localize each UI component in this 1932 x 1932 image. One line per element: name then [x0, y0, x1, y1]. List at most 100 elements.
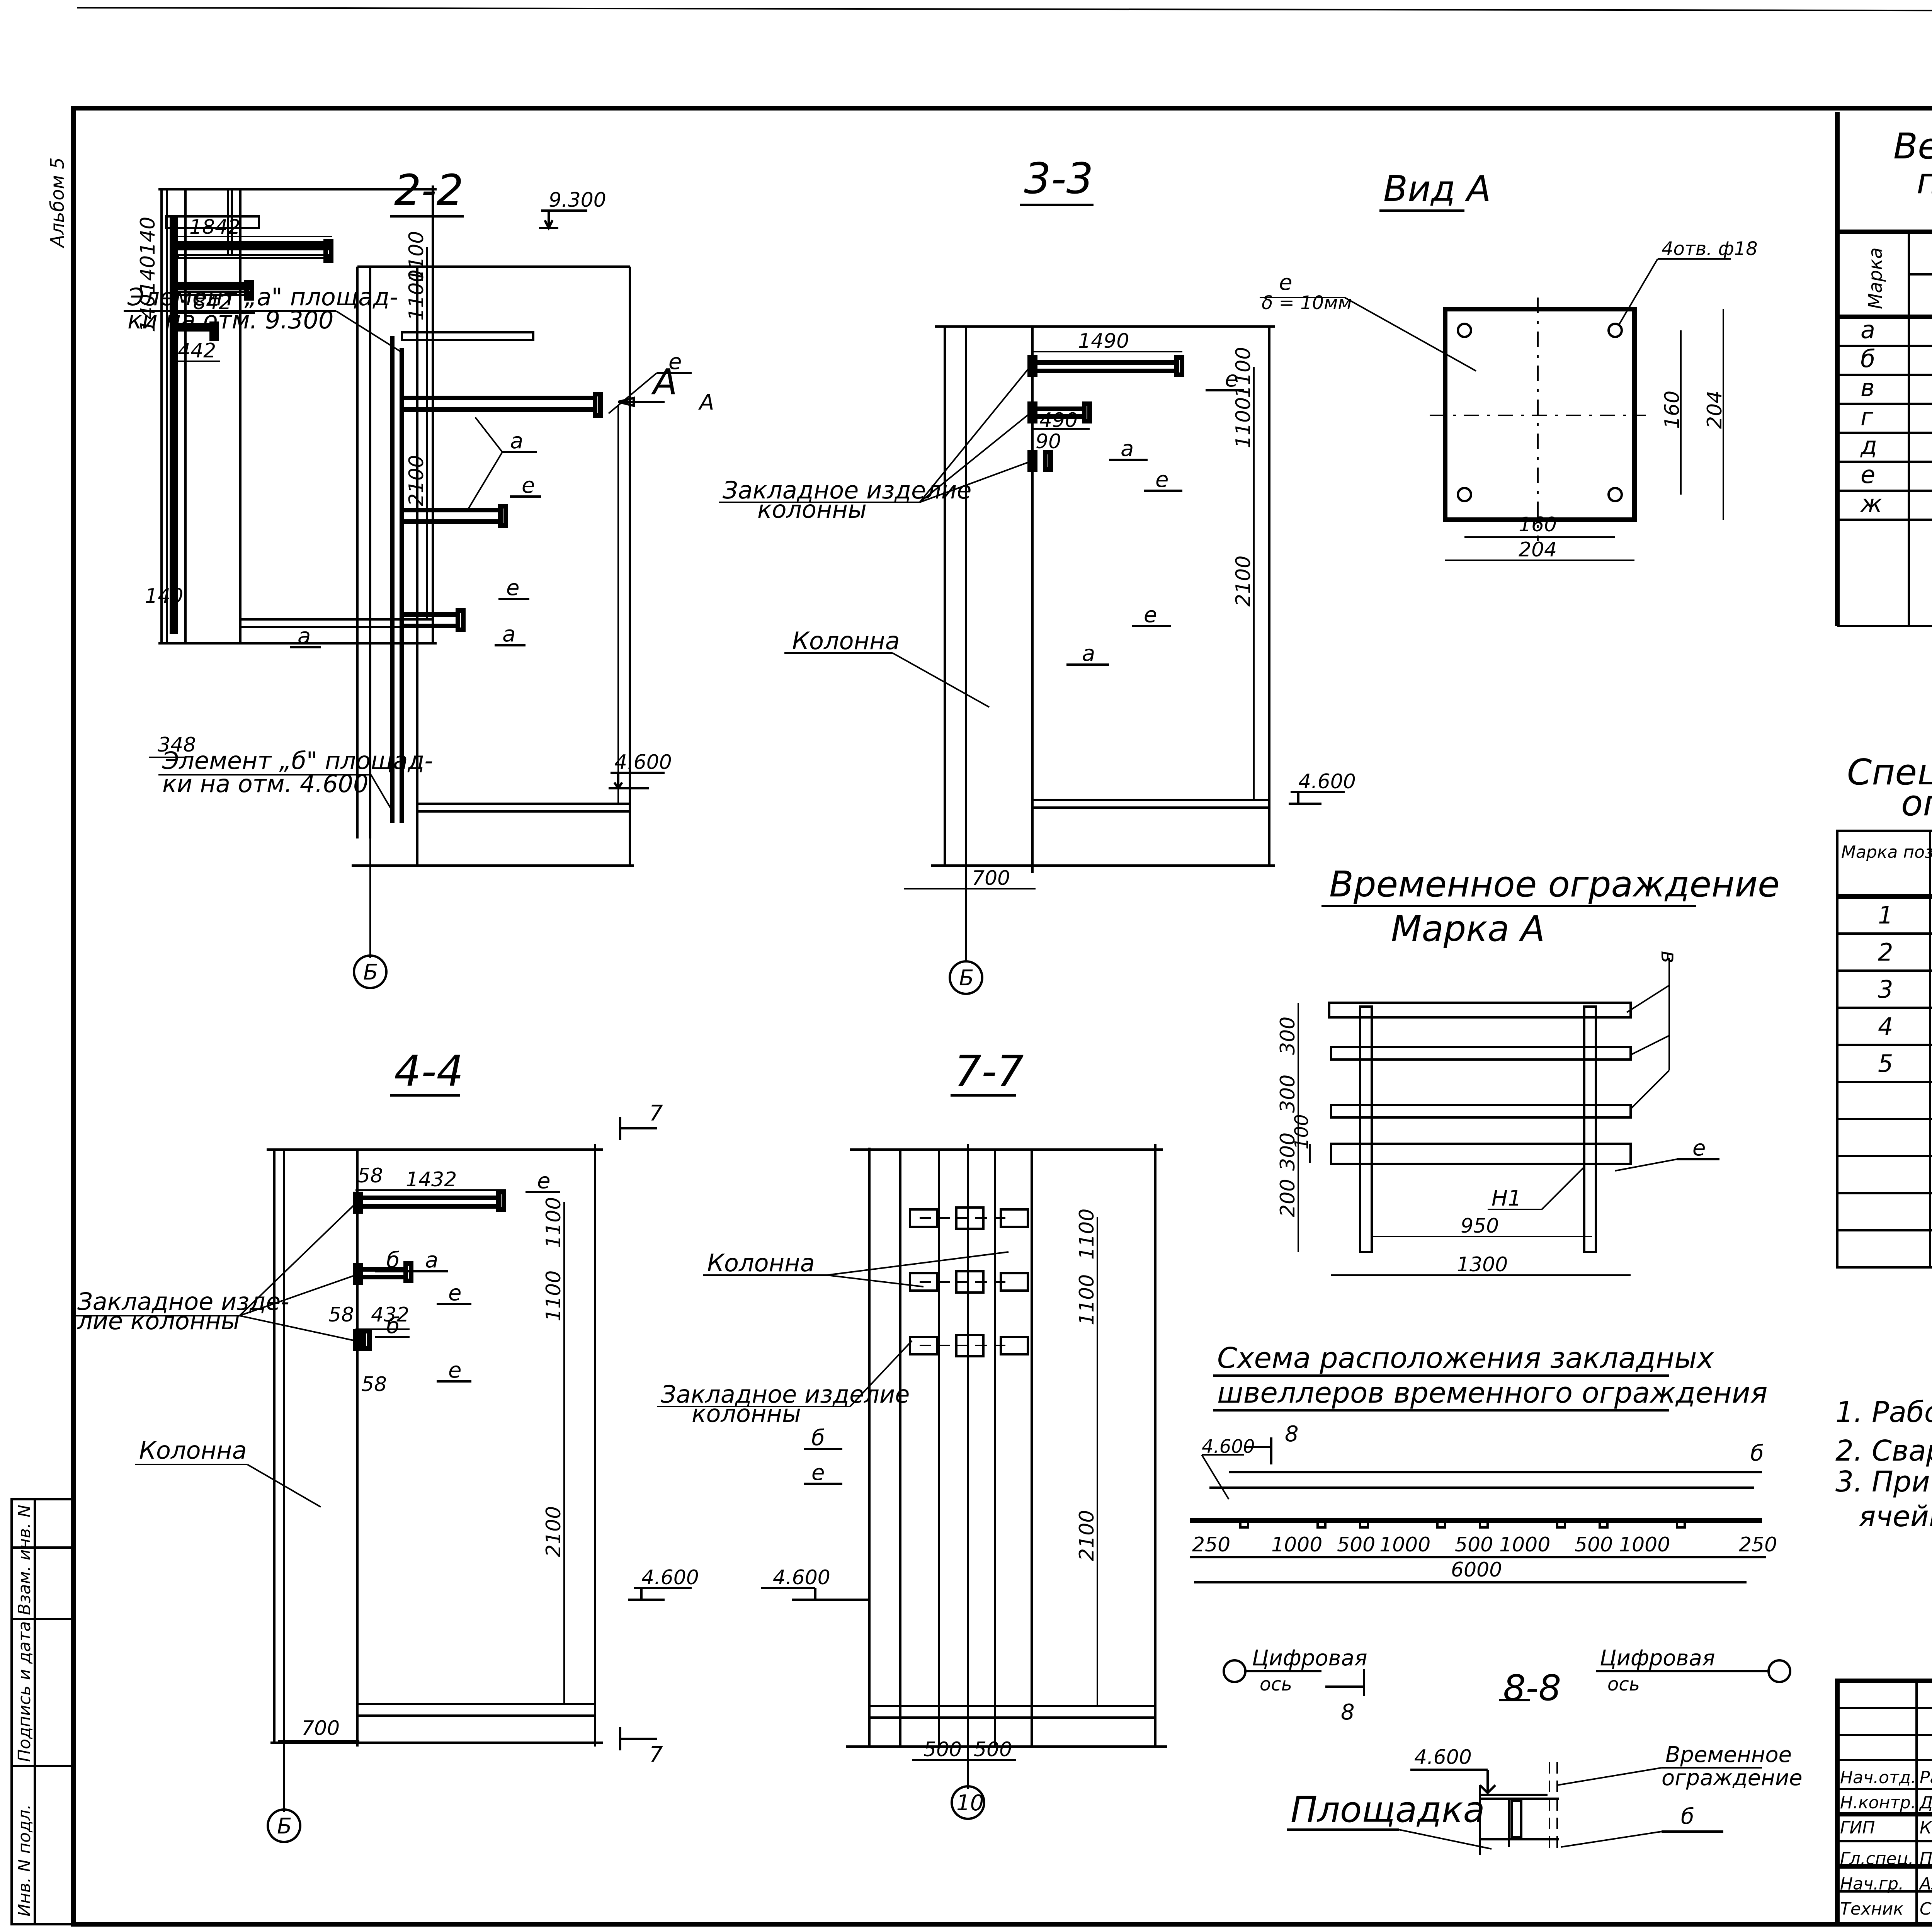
layout-dim-0: 250 — [1192, 1533, 1230, 1556]
dim-160-h: 160 — [1519, 513, 1557, 536]
dim-1432: 1432 — [406, 1168, 457, 1191]
temp-fence-subtitle: Марка А — [1391, 908, 1545, 949]
axis-left-2: ось — [1260, 1673, 1292, 1695]
signer-name: Демкина — [1919, 1793, 1932, 1813]
embedded-part-row — [909, 1334, 1029, 1357]
embedded-label-4-2: лие колонны — [77, 1307, 240, 1335]
layout-cut-mark: 8 — [1285, 1422, 1299, 1447]
elements-table-row: гLL50×50×5IVВСт3сп — [1861, 403, 1873, 431]
embedded-part-row — [909, 1206, 1029, 1230]
cell-mark: д — [1860, 432, 1877, 460]
elev-4600-4: 4.600 — [641, 1566, 699, 1589]
view-a-title: Вид А — [1383, 168, 1491, 209]
dim-348: 348 — [158, 733, 196, 757]
dim-700-3: 700 — [972, 867, 1010, 890]
embedded-label-7-1: Закладное изделие — [661, 1380, 910, 1408]
note-3: 3. При устройстве временного ограждения … — [1835, 1465, 1932, 1498]
cell-pos: 2 — [1878, 938, 1893, 966]
dim-950: 950 — [1461, 1214, 1499, 1238]
layout-scheme-title-1: Схема расположения закладных — [1217, 1342, 1714, 1375]
dim-140-d: 140 — [145, 585, 183, 608]
dim-204-v: 204 — [1703, 391, 1726, 429]
element-b-label-1: Элемент „б" площад- — [162, 747, 433, 775]
dim-2100-7: 2100 — [1075, 1510, 1099, 1561]
signer-name: Калугина — [1920, 1818, 1932, 1838]
mark-b-7: б — [811, 1425, 825, 1451]
signer-row: Нач.отд.РаменскийРан05.90 — [1840, 1768, 1932, 1787]
axis-right-1: Цифровая — [1600, 1646, 1715, 1671]
dim-432: 432 — [371, 1303, 409, 1327]
embedded-label-3-2: колонны — [757, 495, 867, 524]
signer-role: Техник — [1840, 1899, 1903, 1919]
cut-mark-7-top: 7 — [649, 1101, 663, 1126]
spec-table-title-2: ограждения площадок в осях 2,4,5,8,9,12,… — [1901, 782, 1932, 824]
spec-hdr-pos: Марка поз. — [1841, 842, 1932, 862]
dim-1100-a-4: 1100 — [542, 1197, 565, 1248]
mark-b-4-1: б — [386, 1248, 400, 1273]
mark-e-4-1: е — [537, 1168, 550, 1194]
signer-name: Сажина — [1920, 1899, 1932, 1919]
mark-e-3-3: е — [1144, 602, 1157, 628]
mark-e-2: е — [522, 473, 535, 498]
mark-e-3: е — [506, 575, 519, 600]
signer-role: Н.контр. — [1840, 1793, 1916, 1813]
layout-dim-3: 1000 — [1379, 1533, 1430, 1556]
spec-table: Спецификация к схеме расположения элемен… — [1836, 752, 1932, 1269]
mark-a-2: а — [502, 622, 515, 647]
dim-500-b: 500 — [974, 1738, 1012, 1761]
dim-140-a: 140 — [136, 217, 160, 255]
spec-table-row: 11.450.3-6.0-1-4 НИСтойка СПГ315,7 — [1878, 901, 1893, 929]
elev-4600-7: 4.600 — [773, 1566, 830, 1589]
title-block-signers: Нач.отд.РаменскийРан05.90Н.контр.Демкина… — [1840, 1768, 1932, 1919]
elements-table: Ведомость элементов сетчатого ограждения… — [1835, 112, 1932, 627]
embedded-label-7-2: колонны — [692, 1400, 801, 1428]
axis-bubble-b-4-4 — [267, 1808, 301, 1843]
dim-100: 100 — [1291, 1114, 1313, 1150]
weld-h1: Н1 — [1492, 1186, 1522, 1211]
spec-table-row: ——— " ———Добор ДППГ10,74 — [1837, 1118, 1932, 1120]
note-2: 2. Сварные швы по ГОСТ 5264-80. Тип шва … — [1835, 1434, 1932, 1468]
album-label: Альбом 5 — [47, 157, 68, 248]
element-a-label-2: ки на отм. 9.300 — [128, 306, 333, 334]
layout-scheme-title-2: швеллеров временного ограждения — [1217, 1376, 1767, 1410]
mark-a-1: а — [510, 429, 523, 454]
spec-table-row: 4——— " ———Бордюр ЭБПГ-60926,3 — [1837, 1007, 1932, 1041]
dim-58-a: 58 — [357, 1164, 383, 1187]
bolt-hole — [1607, 323, 1623, 338]
axis-bubble-right — [1767, 1659, 1791, 1683]
cell-pos: 4 — [1878, 1012, 1893, 1041]
elev-9300: 9.300 — [549, 189, 606, 212]
signer-role: Нач.отд. — [1840, 1768, 1916, 1787]
plate-thickness: δ = 10мм — [1262, 292, 1352, 314]
dim-1300: 1300 — [1457, 1253, 1508, 1276]
spec-table-rows: 11.450.3-6.0-1-4 НИСтойка СПГ315,7 2 ——— "… — [1837, 901, 1932, 1231]
layout-dim-5: 1000 — [1499, 1533, 1550, 1556]
layout-cut-mark-bottom: 8 — [1341, 1700, 1355, 1725]
section-8-8-title: 8-8 — [1503, 1667, 1561, 1709]
axis-label-4-4: Б — [277, 1814, 292, 1839]
signer-row: ГИПКалугинаКалу05.90 — [1840, 1818, 1932, 1838]
mark-e-3-1: е — [1225, 367, 1238, 392]
layout-dim-4: 500 — [1455, 1533, 1493, 1556]
elements-table-row: вLL75×75×5IVВСт3сп — [1861, 374, 1875, 402]
signer-role: ГИП — [1840, 1818, 1875, 1838]
column-label-7: Колонна — [707, 1249, 815, 1277]
axis-bubble-b-2-2 — [353, 954, 388, 989]
mark-e-1: е — [668, 349, 682, 374]
dim-140-b: 140 — [136, 255, 160, 294]
section-8-8: 8-8 4.600 Площадка Временное ограждение … — [1287, 1667, 1803, 1855]
column-label-3: Колонна — [792, 627, 900, 655]
axis-bubble-left — [1223, 1659, 1247, 1683]
cut-mark-7-bottom: 7 — [649, 1742, 663, 1767]
cell-mark: е — [1861, 461, 1875, 489]
cell-mark: б — [1861, 345, 1875, 373]
base-plate — [1443, 307, 1637, 522]
section-4-4-title: 4-4 — [394, 1046, 464, 1096]
stamp-inv-orig: Инв. N подл. — [15, 1804, 34, 1917]
elements-table-title-1: Ведомость элементов сетчатого ограждения — [1893, 126, 1932, 167]
temp-fence-8-1: Временное — [1665, 1742, 1792, 1767]
section-7-7-title: 7-7 — [954, 1046, 1024, 1096]
dim-300-c: 300 — [1276, 1133, 1299, 1171]
dim-200: 200 — [1276, 1179, 1299, 1217]
